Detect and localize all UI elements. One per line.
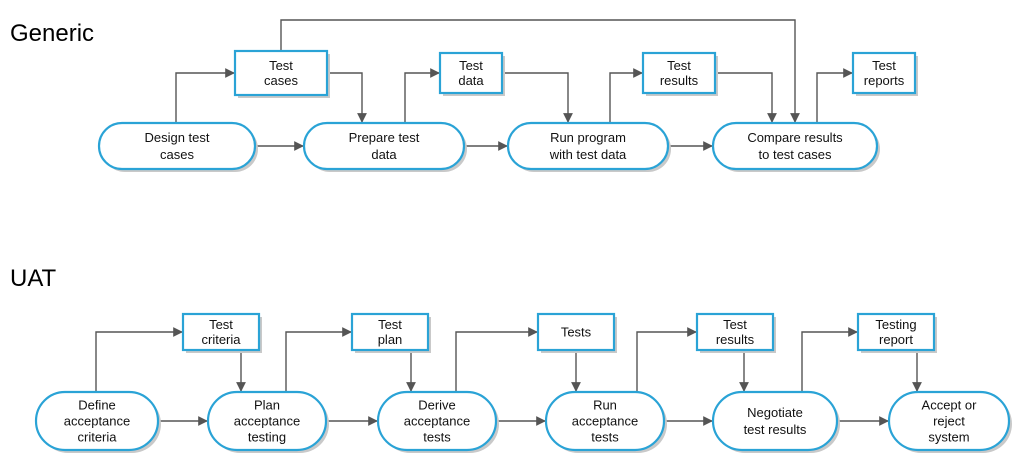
edge-generic-loop-cases-to-compare (280, 19, 800, 123)
process-compare: Compare results to test cases (711, 121, 880, 172)
edge-generic-artifact-undefined-down (502, 72, 573, 123)
edge-uat-to-artifact-undefined (636, 327, 697, 392)
process-accept-line-2: reject (933, 414, 965, 429)
process-prepare-shape (302, 121, 466, 171)
edge-generic-to-artifact-undefined (175, 68, 235, 123)
artifact-treport-line-1: Testing (875, 317, 916, 332)
process-derive-line-1: Derive (418, 398, 456, 413)
artifact-results-shape (641, 51, 717, 95)
process-run-line-2: with test data (549, 147, 627, 162)
process-run-line-1: Run program (550, 130, 626, 145)
process-negotiate: Negotiate test results (711, 390, 840, 453)
process-compare-line-2: to test cases (759, 147, 832, 162)
process-runacc-line-3: tests (591, 430, 619, 445)
edge-uat-to-artifact-undefined (801, 327, 858, 392)
edge-generic-to-artifact-undefined (404, 68, 440, 123)
artifact-cases-shape (233, 49, 329, 97)
edge-generic-artifact-undefined-down (715, 72, 777, 123)
artifact-reports-line-2: reports (864, 73, 905, 88)
artifact-tplan-line-1: Test (378, 317, 402, 332)
artifact-uresults-shape (695, 312, 775, 352)
edge-generic-to-artifact-undefined (816, 68, 853, 123)
artifact-reports-line-1: Test (872, 58, 896, 73)
process-design-shape (97, 121, 257, 171)
artifact-cases-line-1: Test (269, 58, 293, 73)
process-accept-line-3: system (928, 430, 969, 445)
artifact-data-line-1: Test (459, 58, 483, 73)
process-plan-shape (206, 390, 328, 452)
artifact-tests-shape (536, 312, 616, 352)
process-prepare: Prepare test data (302, 121, 467, 172)
artifact-uresults-line-2: results (716, 332, 755, 347)
artifact-tests: Tests (536, 312, 617, 353)
process-derive-shape (376, 390, 498, 452)
process-run: Run program with test data (506, 121, 671, 172)
artifact-uresults-line-1: Test (723, 317, 747, 332)
process-plan-line-1: Plan (254, 398, 280, 413)
uat-section-title: UAT (10, 265, 57, 292)
process-negotiate-line-1: Negotiate (747, 405, 803, 420)
artifact-cases-line-2: cases (264, 73, 298, 88)
process-compare-shape (711, 121, 879, 171)
process-define-line-3: criteria (77, 430, 117, 445)
artifact-tplan-shape (350, 312, 430, 352)
artifact-tplan-line-2: plan (378, 332, 403, 347)
artifact-criteria-line-1: Test (209, 317, 233, 332)
artifact-data-shape (438, 51, 504, 95)
artifact-data-line-2: data (458, 73, 484, 88)
artifact-treport-shape (856, 312, 936, 352)
process-design: Design test cases (97, 121, 258, 172)
process-define-line-2: acceptance (64, 414, 131, 429)
process-runacc-line-2: acceptance (572, 414, 639, 429)
process-derive-line-3: tests (423, 430, 451, 445)
process-prepare-line-2: data (371, 147, 397, 162)
artifact-results-line-1: Test (667, 58, 691, 73)
process-plan-line-3: testing (248, 430, 286, 445)
process-negotiate-line-2: test results (744, 422, 807, 437)
artifact-criteria-shape (181, 312, 261, 352)
process-define-shape (34, 390, 160, 452)
process-compare-line-1: Compare results (747, 130, 843, 145)
artifact-results-line-2: results (660, 73, 699, 88)
process-plan-line-2: acceptance (234, 414, 301, 429)
process-define-line-1: Define (78, 398, 116, 413)
artifact-reports-shape (851, 51, 917, 95)
edge-uat-to-artifact-undefined (95, 327, 183, 392)
process-runacc-line-1: Run (593, 398, 617, 413)
process-derive-line-2: acceptance (404, 414, 471, 429)
edge-uat-to-artifact-undefined (455, 327, 538, 392)
process-accept-line-1: Accept or (922, 398, 978, 413)
edge-uat-to-artifact-undefined (285, 327, 352, 392)
process-accept-shape (887, 390, 1011, 452)
process-design-line-2: cases (160, 147, 194, 162)
edge-generic-to-artifact-undefined (609, 68, 643, 123)
artifact-tests-line-1: Tests (561, 325, 592, 340)
process-run-shape (506, 121, 670, 171)
process-runacc-shape (544, 390, 666, 452)
artifact-treport-line-2: report (879, 332, 913, 347)
generic-section-title: Generic (10, 20, 95, 47)
process-negotiate-shape (711, 390, 839, 452)
artifact-criteria-line-2: criteria (201, 332, 241, 347)
edge-generic-artifact-undefined-down (327, 72, 367, 123)
process-prepare-line-1: Prepare test (349, 130, 420, 145)
process-design-line-1: Design test (144, 130, 209, 145)
